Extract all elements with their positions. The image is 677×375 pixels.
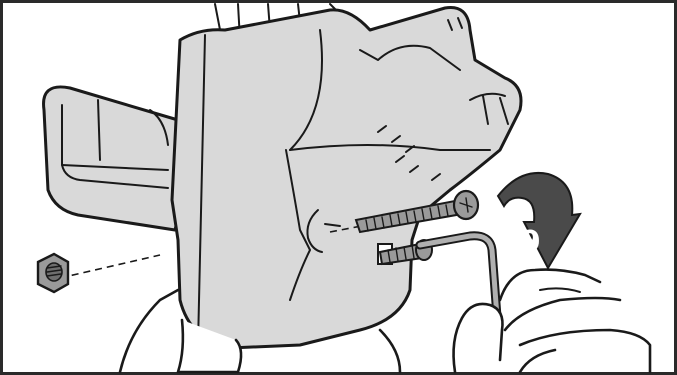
- step-number: 9: [520, 225, 541, 260]
- hex-nut: [38, 254, 68, 292]
